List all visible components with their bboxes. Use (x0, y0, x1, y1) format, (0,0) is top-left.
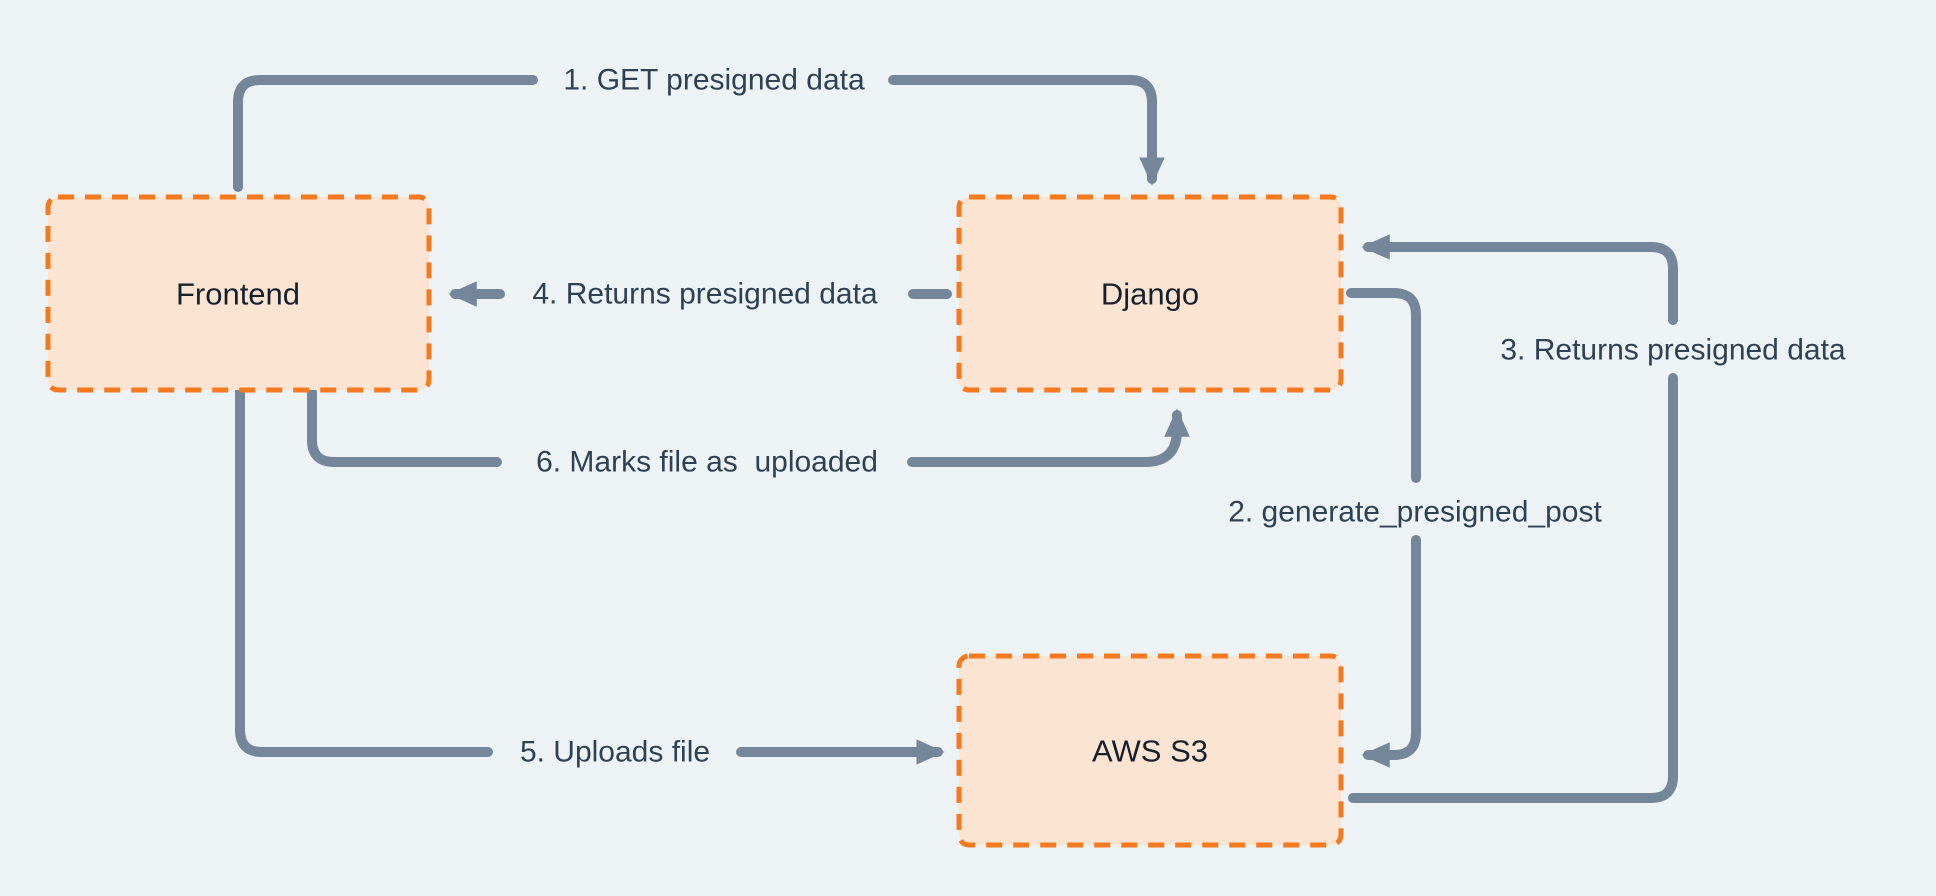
edge-lines (233, 75, 1678, 803)
node-django-box (956, 194, 1344, 393)
edge-1-label: 1. GET presigned data (563, 64, 865, 97)
edge-1-get-presigned-line-left (233, 75, 538, 192)
node-aws-s3-label: AWS S3 (1092, 734, 1208, 769)
edge-6-label: 6. Marks file as uploaded (536, 446, 878, 479)
edge-2-generate-line-bottom (1361, 535, 1421, 768)
edge-5-uploads-line-left (235, 387, 493, 757)
edge-3-returns-line-top (1361, 234, 1678, 325)
edge-labels: 1. GET presigned data 4. Returns presign… (520, 64, 1846, 769)
node-django-label: Django (1101, 277, 1199, 312)
edge-1-get-presigned-line-right (888, 75, 1165, 186)
edge-5-label: 5. Uploads file (520, 736, 710, 769)
nodes: Frontend Django AWS S3 (45, 194, 1344, 848)
edge-3-returns-line-bottom (1348, 373, 1678, 803)
node-frontend-label: Frontend (176, 277, 300, 312)
edge-2-label: 2. generate_presigned_post (1228, 496, 1602, 529)
edge-3-label: 3. Returns presigned data (1500, 334, 1846, 367)
node-frontend: Frontend (45, 194, 432, 393)
edge-4-label: 4. Returns presigned data (532, 278, 878, 311)
edge-2-generate-line-top (1346, 288, 1421, 483)
edge-6-marks-line-left (307, 387, 502, 467)
node-aws-s3-box (956, 653, 1344, 848)
node-aws-s3: AWS S3 (956, 653, 1344, 848)
node-django: Django (956, 194, 1344, 393)
edge-6-marks-line-right (907, 408, 1190, 467)
node-frontend-box (45, 194, 432, 393)
